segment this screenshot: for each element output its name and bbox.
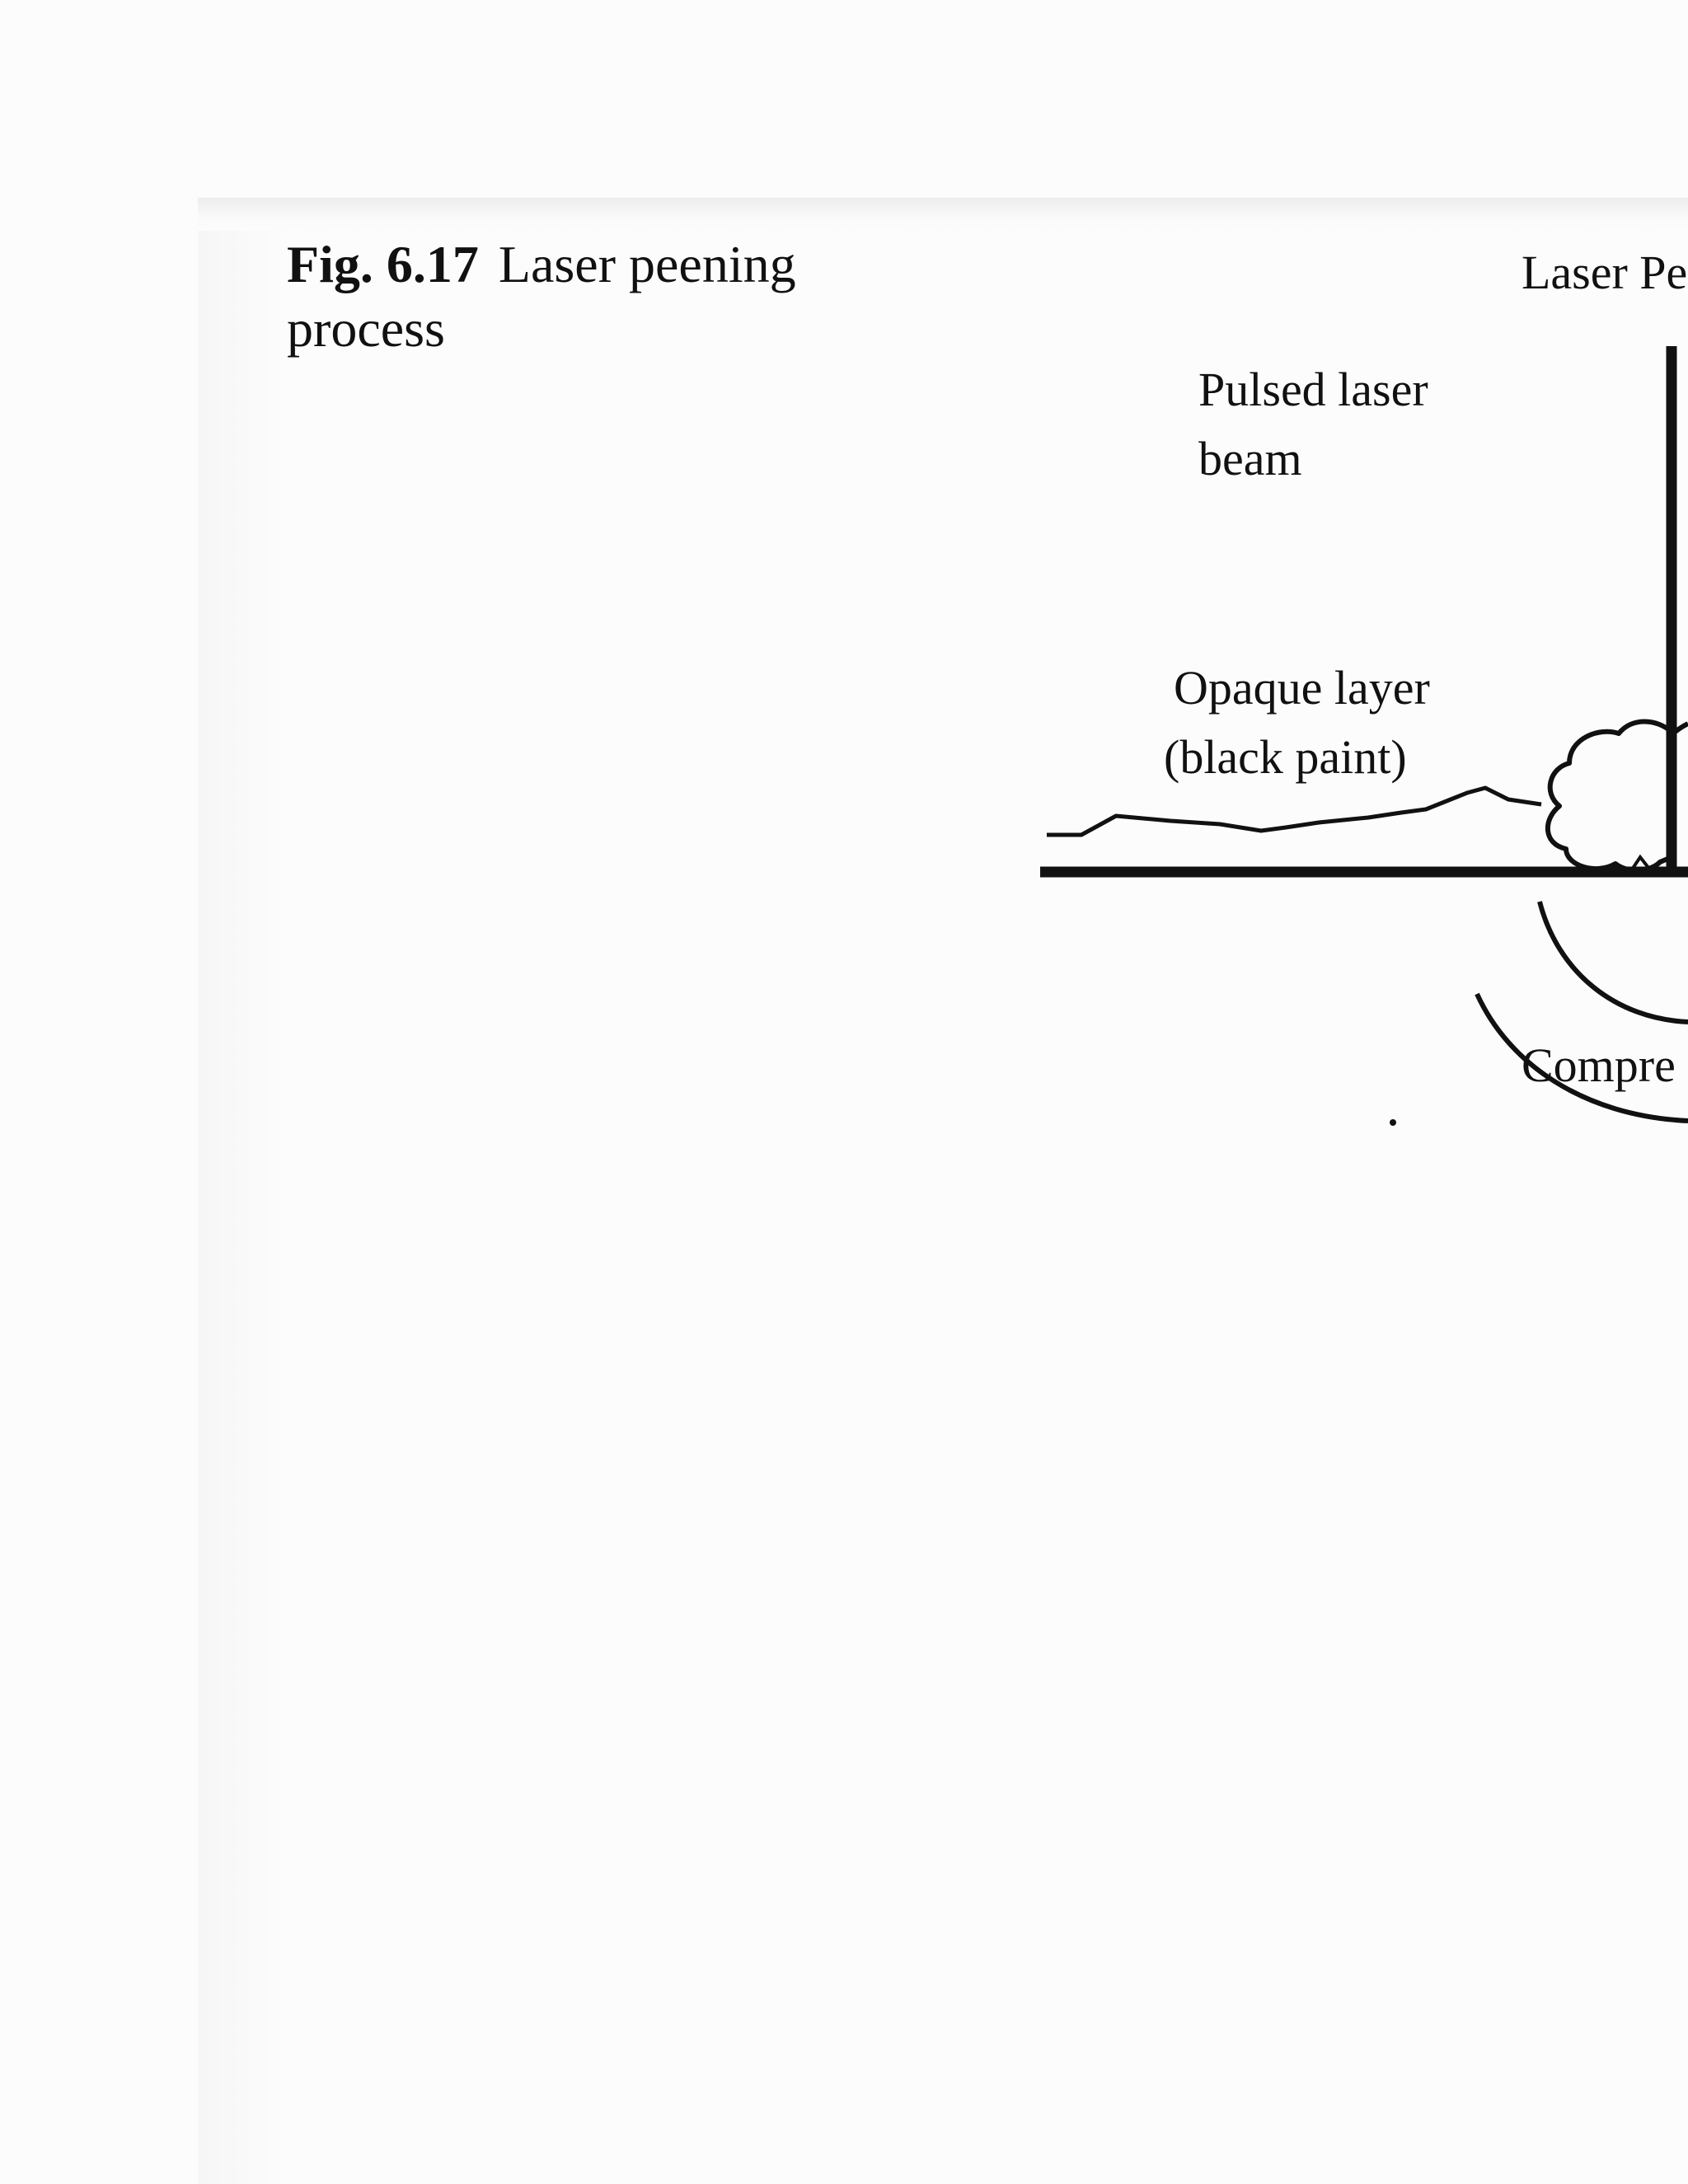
page-top-shadow <box>198 198 1688 231</box>
opaque-layer-line <box>1047 785 1542 837</box>
dot-mark <box>1390 1119 1396 1126</box>
pulsed-laser-label-line1: Pulsed laser <box>1198 363 1428 416</box>
page-left-shadow <box>198 231 288 2184</box>
pulsed-laser-label-line2: beam <box>1198 432 1302 485</box>
diagram-title: Laser Pe <box>1522 246 1687 299</box>
plasma-cloud <box>1545 719 1673 873</box>
plasma-base-mark <box>1629 854 1653 874</box>
shock-wave-outer-arc <box>1475 992 1688 1123</box>
compressive-label: Compre <box>1522 1038 1676 1092</box>
opaque-layer-label-line2: (black paint) <box>1164 730 1407 784</box>
figure-label: Fig. 6.17 <box>287 235 479 293</box>
shock-wave-inner-arc <box>1537 901 1688 1024</box>
plasma-cloud-right <box>1669 721 1688 738</box>
opaque-layer-label-line1: Opaque layer <box>1174 661 1430 715</box>
figure-caption-text: Laser peening process <box>287 235 796 358</box>
